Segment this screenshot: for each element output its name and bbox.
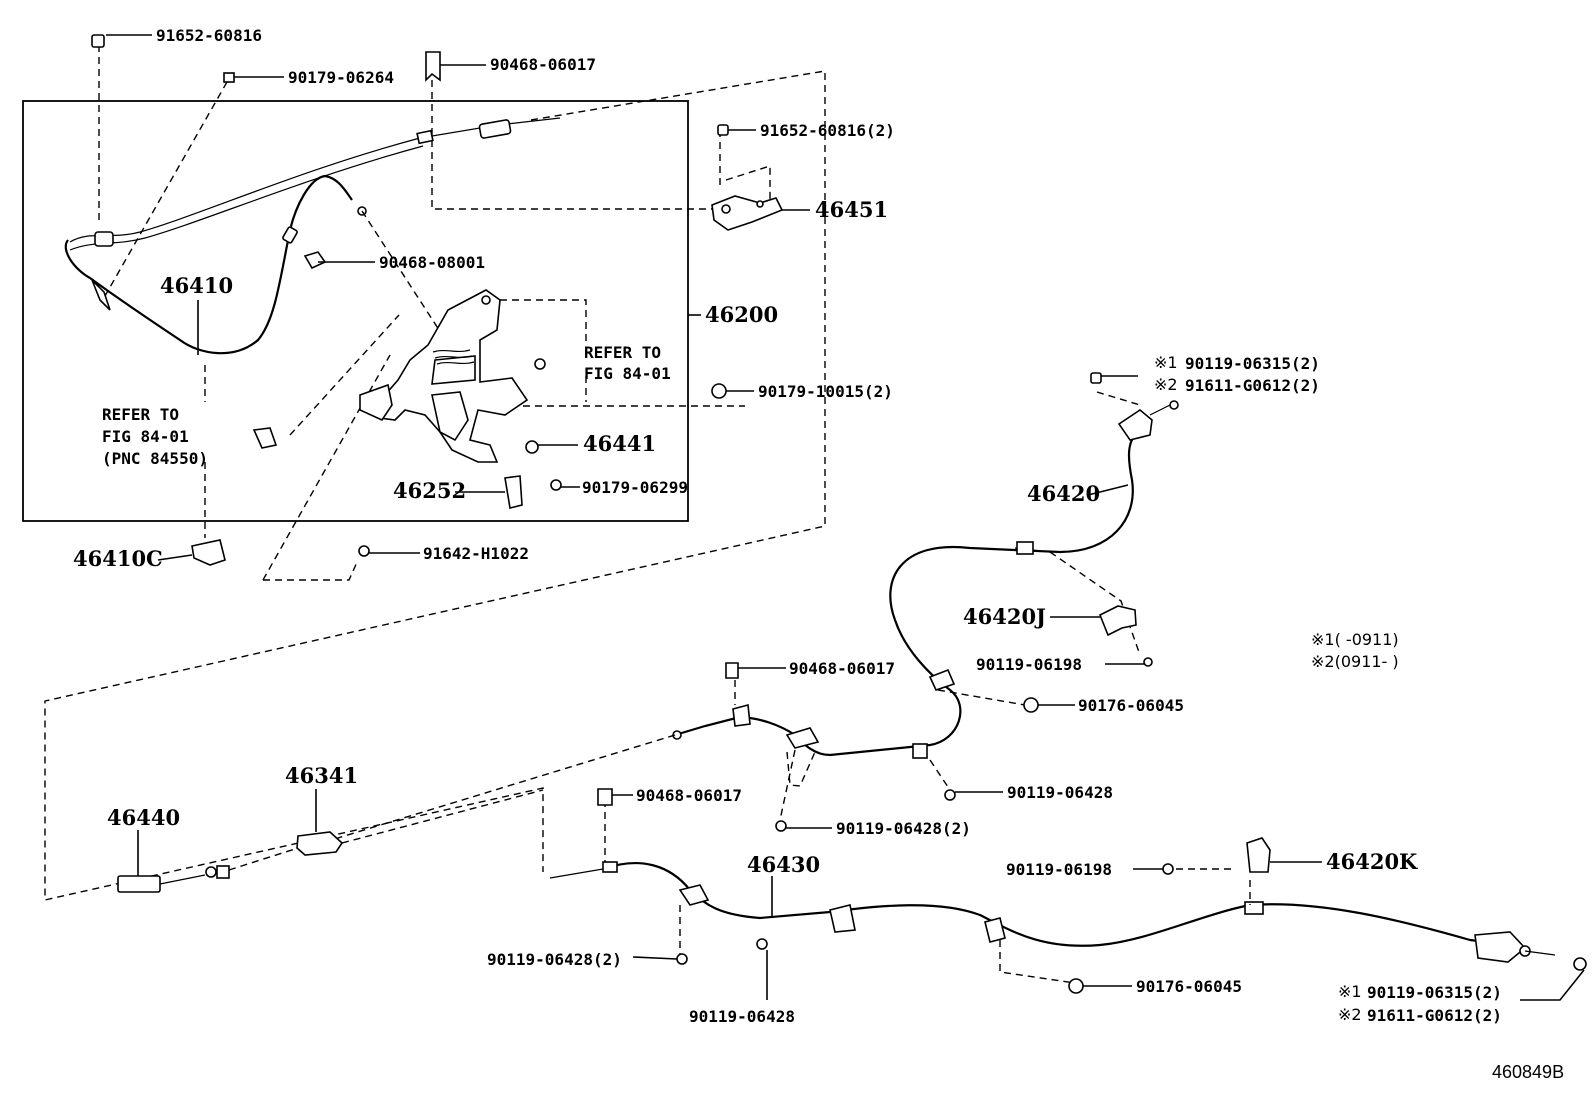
part-90468-06017-mid: 90468-06017	[789, 659, 895, 678]
equalizer-46440	[117, 865, 230, 893]
clamp-46420J	[1098, 605, 1137, 637]
rear-cable-46420	[672, 400, 1179, 759]
pnc-46440: 46440	[107, 805, 180, 830]
part-90468-06017-low: 90468-06017	[636, 786, 742, 805]
part-91611-G0612-2-top: 91611-G0612(2)	[1185, 376, 1320, 395]
mark-1-top: ※1	[1154, 353, 1178, 372]
part-90119-06428-a: 90119-06428	[1007, 783, 1113, 802]
pnc-46420K: 46420K	[1326, 849, 1418, 874]
refer-fig-84-01-line2: FIG 84-01	[584, 364, 671, 383]
adjuster-46341	[296, 831, 344, 856]
clamp-46420K	[1246, 837, 1271, 873]
part-91652-60816-2: 91652-60816(2)	[760, 121, 895, 140]
pnc-46441: 46441	[583, 431, 656, 456]
pnc-46252: 46252	[393, 478, 466, 503]
part-90119-06315-2-bottom: 90119-06315(2)	[1367, 983, 1502, 1002]
part-90179-06264: 90179-06264	[288, 68, 394, 87]
rear-cable-46430	[549, 861, 1587, 971]
refer-fig-84-01-line1: REFER TO	[584, 343, 661, 362]
part-90119-06198-a: 90119-06198	[976, 655, 1082, 674]
refer-pnc-line2: FIG 84-01	[102, 427, 189, 446]
pnc-46341: 46341	[285, 763, 358, 788]
part-91642-H1022: 91642-H1022	[423, 544, 529, 563]
part-90119-06428-2a: 90119-06428(2)	[836, 819, 971, 838]
part-90176-06045-a: 90176-06045	[1078, 696, 1184, 715]
assembly-frame	[22, 100, 689, 522]
pnc-46410C: 46410C	[73, 546, 163, 571]
front-cable-46410	[64, 117, 561, 355]
mark-2-top: ※2	[1154, 375, 1178, 394]
pedal-bracket-assembly	[359, 289, 562, 509]
part-90179-06299: 90179-06299	[582, 478, 688, 497]
part-90179-10015-2: 90179-10015(2)	[758, 382, 893, 401]
part-90468-08001: 90468-08001	[379, 253, 485, 272]
part-90119-06198-b: 90119-06198	[1006, 860, 1112, 879]
part-90119-06428-b: 90119-06428	[689, 1007, 795, 1026]
refer-pnc-line3: (PNC 84550)	[102, 449, 208, 468]
pnc-46200: 46200	[705, 302, 778, 327]
part-90176-06045-b: 90176-06045	[1136, 977, 1242, 996]
part-90119-06315-2-top: 90119-06315(2)	[1185, 354, 1320, 373]
mark-2-bottom: ※2	[1338, 1005, 1362, 1024]
fasteners-assembly	[91, 34, 729, 566]
part-90468-06017-top: 90468-06017	[490, 55, 596, 74]
pnc-46420: 46420	[1027, 481, 1100, 506]
assembly-outline-dashed	[44, 70, 826, 901]
note-1: ※1( -0911)	[1311, 630, 1399, 649]
pnc-46410: 46410	[160, 273, 233, 298]
bracket-46451	[711, 195, 784, 231]
pnc-46420J: 46420J	[963, 604, 1046, 629]
diagram-id: 460849B	[1492, 1062, 1564, 1082]
pnc-46430: 46430	[747, 852, 820, 877]
mark-1-bottom: ※1	[1338, 982, 1362, 1001]
part-90119-06428-2b: 90119-06428(2)	[487, 950, 622, 969]
refer-pnc-line1: REFER TO	[102, 405, 179, 424]
part-91652-60816: 91652-60816	[156, 26, 262, 45]
pnc-46451: 46451	[815, 197, 888, 222]
part-91611-G0612-2-bottom: 91611-G0612(2)	[1367, 1006, 1502, 1025]
leader-lines	[106, 34, 1585, 1001]
note-2: ※2(0911- )	[1311, 652, 1399, 671]
